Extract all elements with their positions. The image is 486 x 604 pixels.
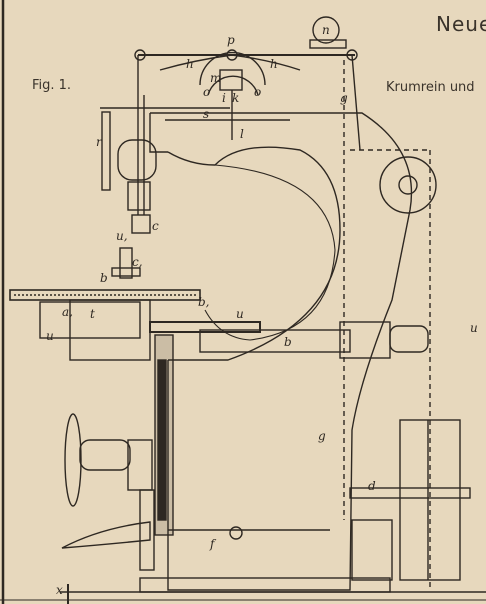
label-m: m xyxy=(210,71,221,85)
label-h-left: h xyxy=(186,57,194,71)
label-u-left: u xyxy=(46,329,54,343)
label-n: n xyxy=(322,23,330,37)
label-p: p xyxy=(227,33,235,47)
label-f: f xyxy=(209,537,217,551)
page-title: Neue xyxy=(436,12,486,36)
figure-label: Fig. 1. xyxy=(32,78,72,93)
label-g-top: g xyxy=(340,91,348,105)
label-x: x xyxy=(56,583,63,597)
label-h-right: h xyxy=(270,57,278,71)
label-o-right: o xyxy=(254,85,261,99)
label-a1: a, xyxy=(62,305,73,319)
label-b1: b, xyxy=(198,295,210,309)
label-u1: u, xyxy=(116,229,128,243)
page-subtitle: Krumrein und xyxy=(386,80,475,95)
label-i: i xyxy=(222,91,226,105)
label-g-lower: g xyxy=(318,429,326,443)
part-labels: p n h h m o o i k g s l r c u, c, b b, a… xyxy=(46,23,478,597)
label-l: l xyxy=(240,127,244,141)
label-b-arm: b xyxy=(284,335,292,349)
label-c1: c, xyxy=(132,255,143,269)
label-b-slide: b xyxy=(100,271,108,285)
label-r: r xyxy=(96,135,103,149)
label-k: k xyxy=(232,91,239,105)
label-d: d xyxy=(368,479,376,493)
label-o-left: o xyxy=(203,85,210,99)
label-s: s xyxy=(203,107,209,121)
label-u-table: u xyxy=(236,307,244,321)
label-u-edge: u xyxy=(470,321,478,335)
label-t: t xyxy=(90,307,95,321)
label-c-tool: c xyxy=(152,219,159,233)
